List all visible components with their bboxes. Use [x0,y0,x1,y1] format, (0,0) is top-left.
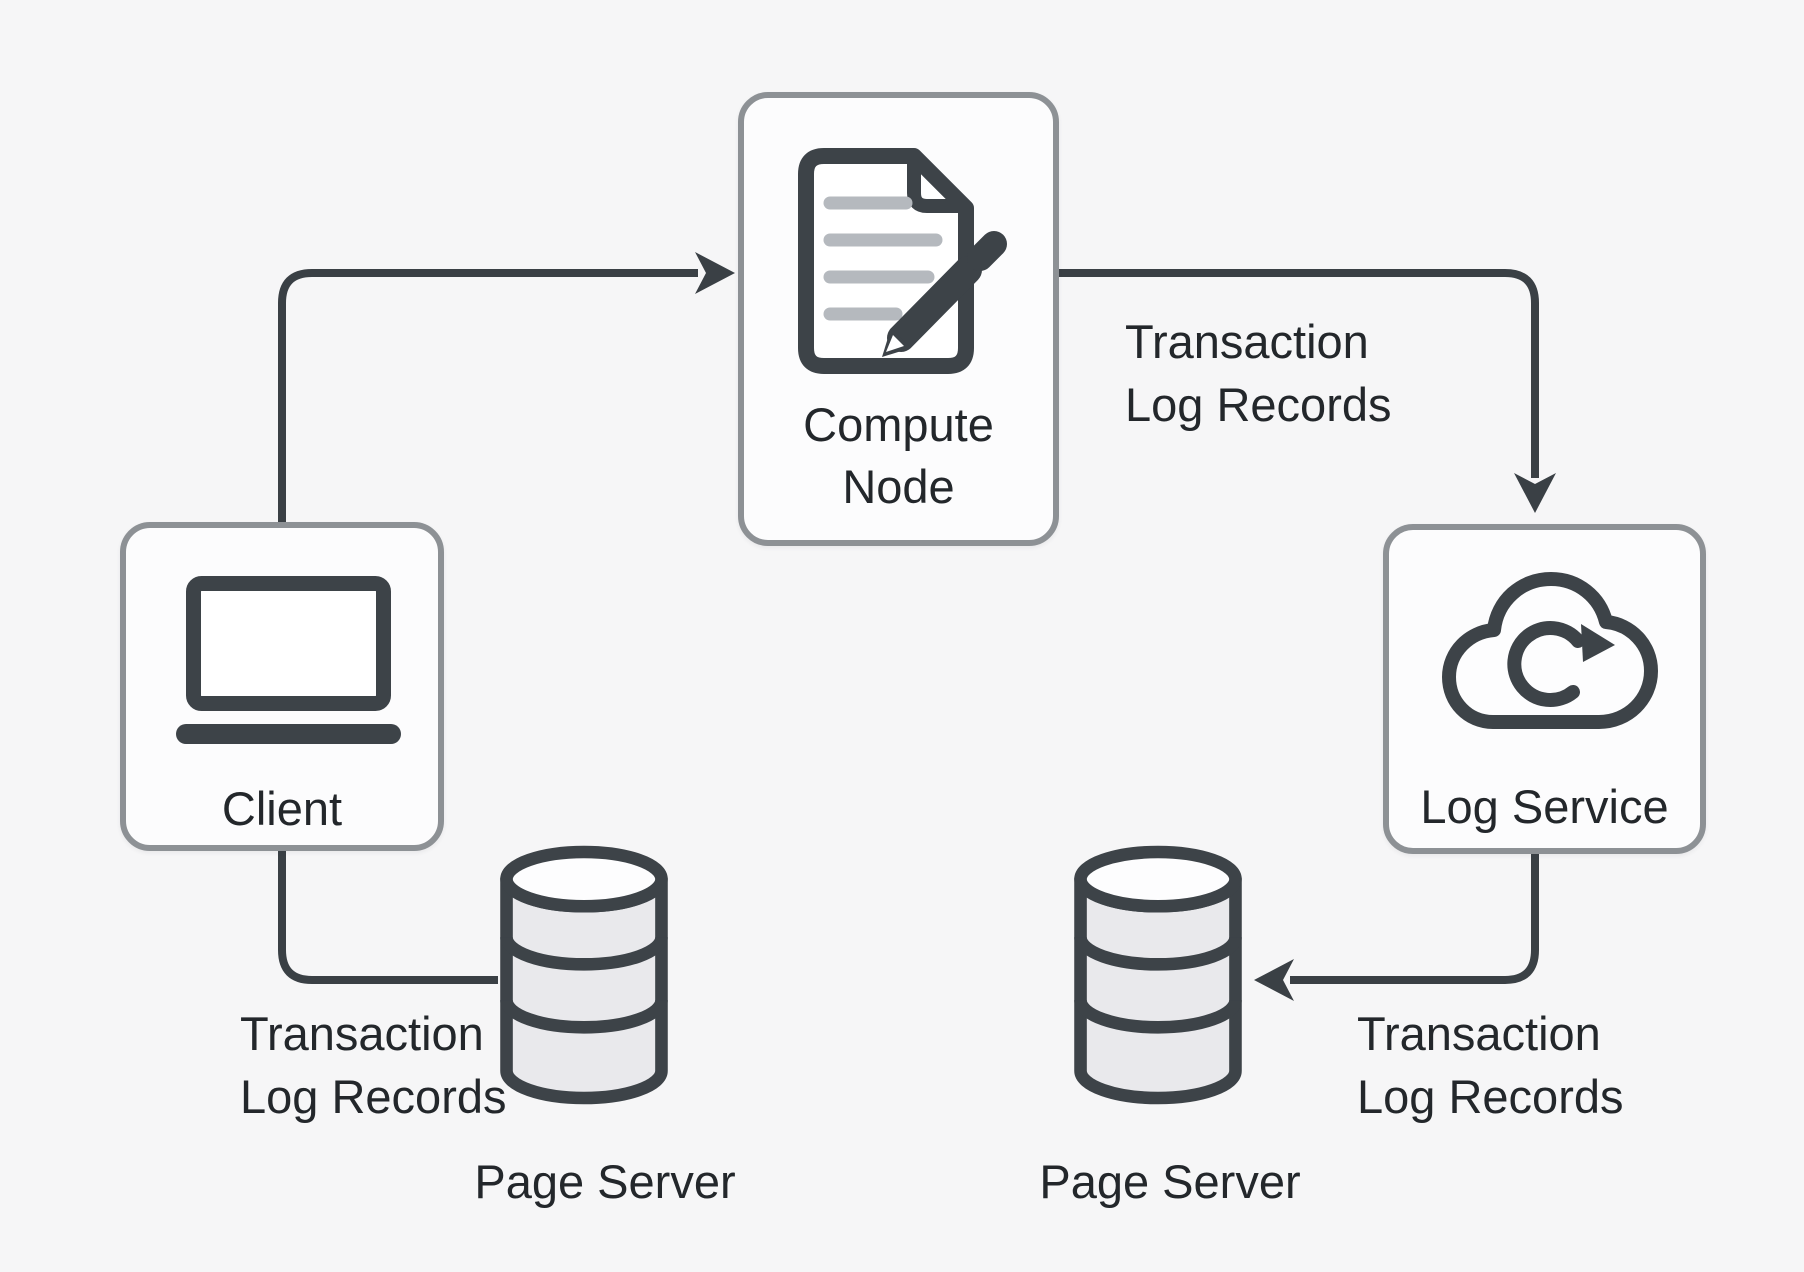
log-service-label: Log Service [1420,780,1669,833]
node-compute-node: Compute Node [738,92,1059,546]
arrowhead-into-page-server-right [1254,959,1294,1001]
edge-log-service-to-page-server-right [1290,852,1539,984]
edge-label-client-to-page-server-left: Transaction Log Records [240,1007,507,1123]
page-server-left-cylinder-icon [500,845,668,1105]
arrowhead-into-compute-node [695,252,735,294]
edge-client-to-compute-node [278,269,698,526]
edge-label-compute-to-log: Transaction Log Records [1125,315,1392,431]
cloud-refresh-icon [1442,572,1658,729]
document-text-lines [823,196,943,321]
document-edit-icon [798,148,1007,374]
page-server-left-label: Page Server [474,1155,736,1208]
laptop-icon [176,576,401,744]
refresh-arc [1507,621,1585,708]
edge-compute-node-to-log-service [1056,269,1539,478]
client-label: Client [221,782,343,835]
node-log-service: Log Service [1383,524,1706,854]
page-server-right-label: Page Server [1039,1155,1301,1208]
edge-client-to-page-server-left [278,848,498,984]
compute-node-label: Compute Node [803,398,994,513]
edge-label-log-to-page-server-right: Transaction Log Records [1357,1007,1624,1123]
page-server-right-cylinder-icon [1074,845,1242,1105]
pencil-glyph [882,231,1007,357]
node-client: Client [120,522,444,851]
arrowhead-into-log-service [1514,473,1556,513]
refresh-arrowhead [1581,624,1615,662]
